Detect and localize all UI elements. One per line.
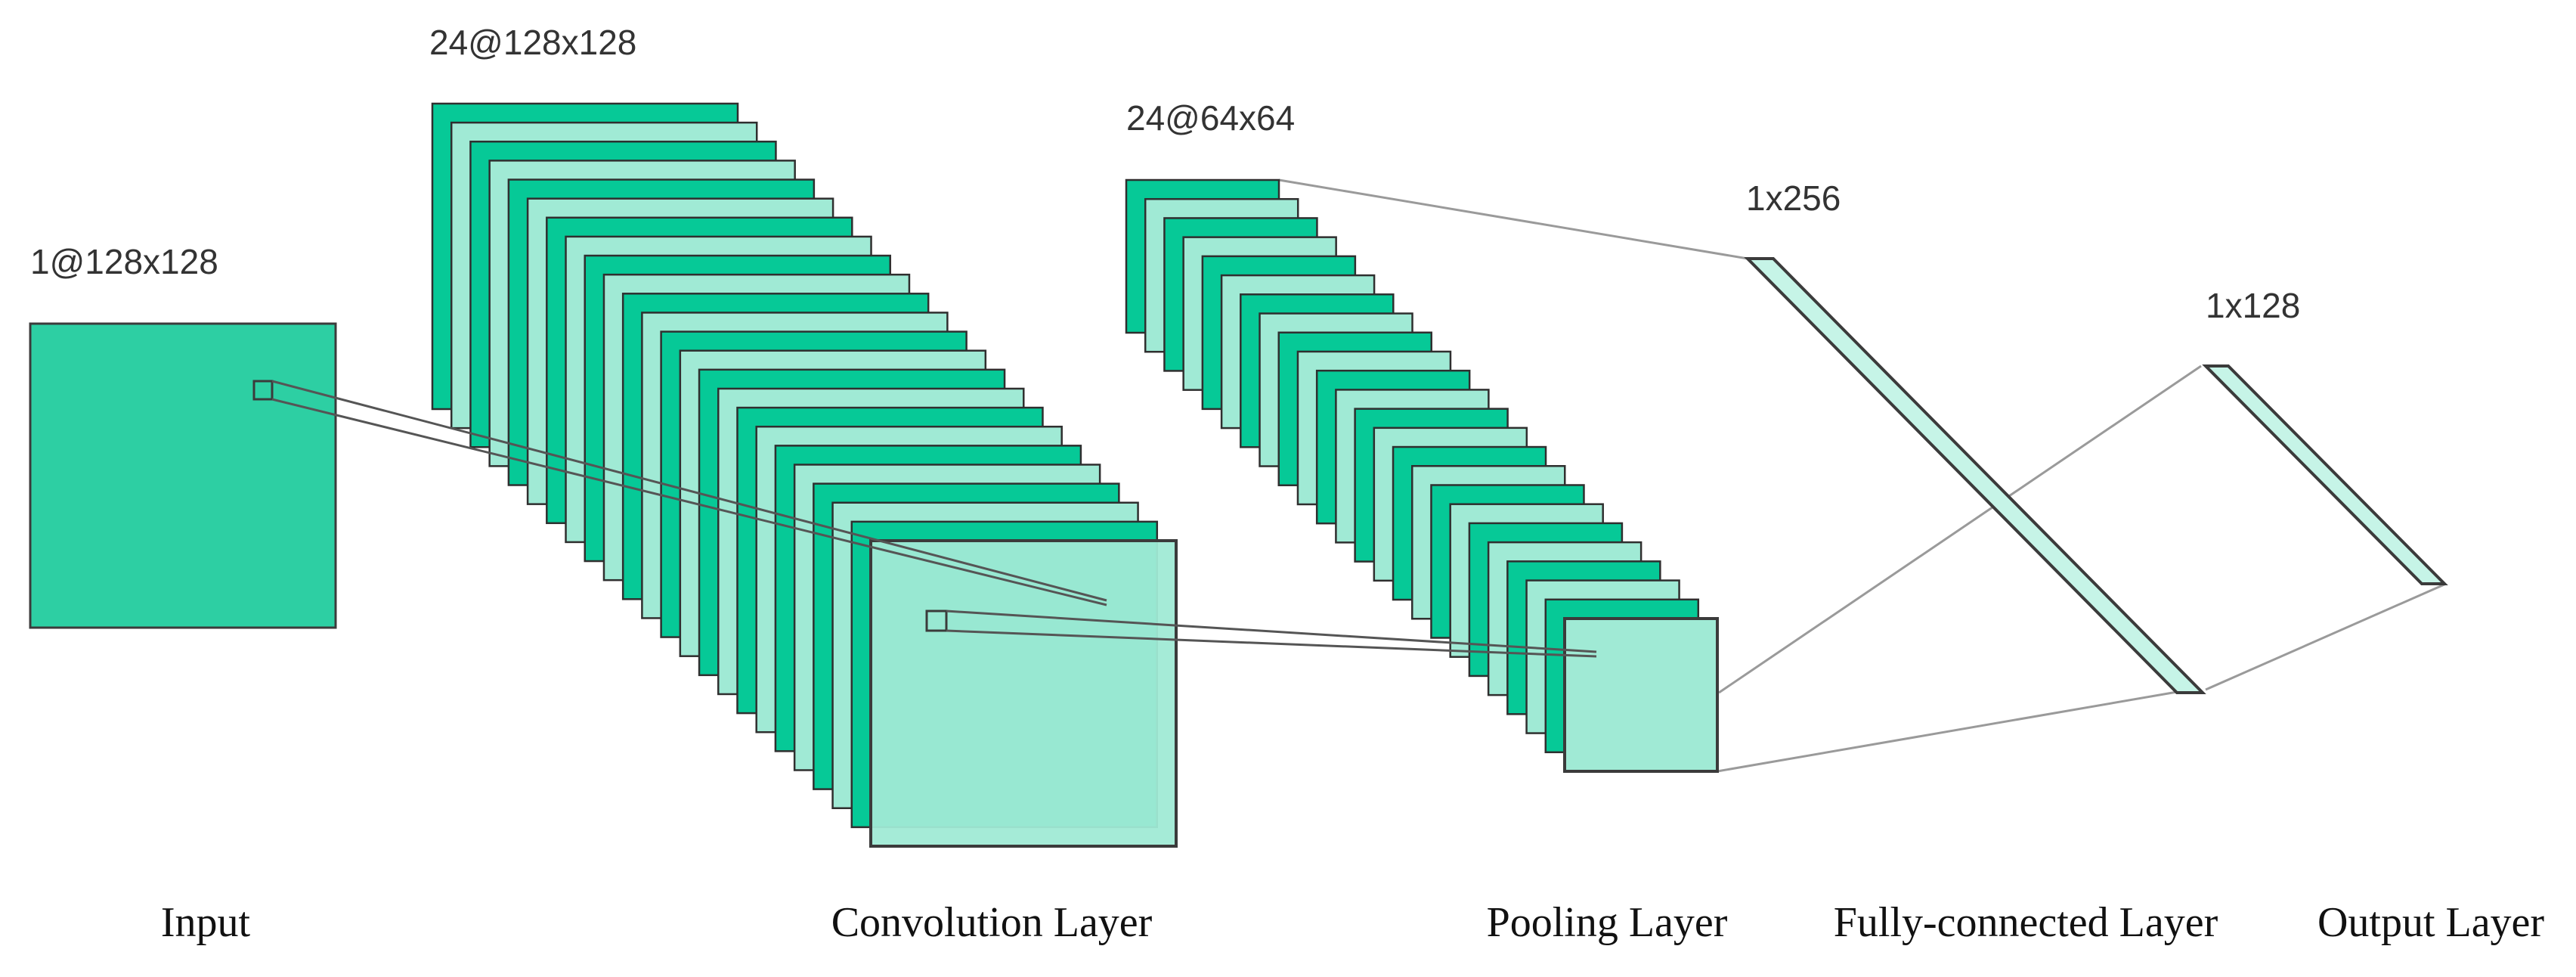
- fully-connected-vector: [1744, 257, 2206, 694]
- output-layer: [2202, 364, 2448, 585]
- output-layer-name: Output Layer: [2317, 899, 2544, 946]
- input-layer: [29, 322, 337, 629]
- input-layer-name: Input: [161, 899, 251, 946]
- connector-line: [1718, 364, 2202, 694]
- convolution-layer-stack: [431, 102, 1178, 848]
- output-vector: [2202, 364, 2448, 585]
- convolution-feature-map: [869, 539, 1178, 848]
- conv-pool-ray: [946, 629, 1597, 658]
- convolution-layer-name: Convolution Layer: [831, 899, 1153, 946]
- input-feature-map: [29, 322, 337, 629]
- input-kernel-window: [252, 380, 274, 401]
- connector-line: [2205, 582, 2447, 691]
- connector-lines: [1278, 178, 2447, 773]
- input-dims-label: 1@128x128: [30, 242, 218, 281]
- pooling-layer-stack: [1125, 178, 1719, 773]
- conv-pool-window: [925, 609, 948, 632]
- fully-connected-layer: [1744, 257, 2206, 694]
- input-kernel-ray: [271, 398, 1107, 606]
- convolution-dims-label: 24@128x128: [429, 23, 636, 62]
- input-kernel-ray: [271, 380, 1107, 602]
- pooling-feature-map: [1563, 617, 1719, 773]
- receptive-field-overlays: [252, 380, 1597, 658]
- fully-connected-dims-label: 1x256: [1746, 178, 1841, 218]
- fully-connected-layer-name: Fully-connected Layer: [1834, 899, 2218, 946]
- pooling-dims-label: 24@64x64: [1126, 98, 1295, 138]
- pooling-layer-name: Pooling Layer: [1487, 899, 1728, 946]
- conv-pool-ray: [946, 609, 1597, 653]
- connector-line: [1278, 178, 1748, 260]
- output-dims-label: 1x128: [2206, 286, 2300, 325]
- connector-line: [1717, 690, 2182, 773]
